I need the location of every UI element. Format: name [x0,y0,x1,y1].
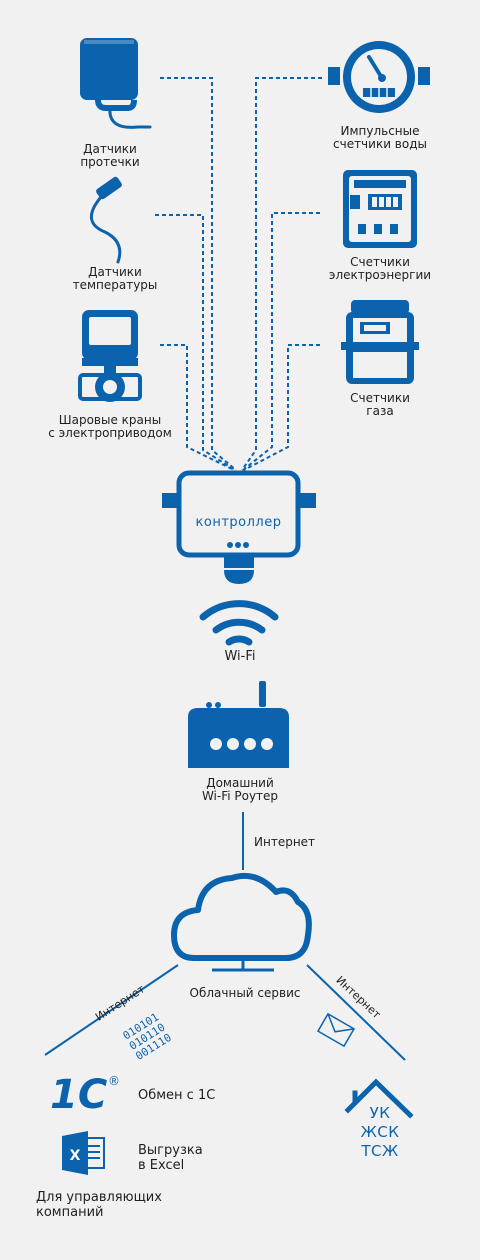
leak-sensors-label: Датчики протечки [40,143,180,169]
connector-leak [160,77,237,471]
excel-export-label: Выгрузка в Excel [138,1143,203,1173]
label-line: Шаровые краны [58,413,162,427]
excel-icon: X [62,1131,105,1175]
temperature-sensor-icon [90,176,122,264]
label-line: Домашний [206,776,274,790]
label-line: Для управляющих [36,1190,162,1205]
companies-list: УК ЖСК ТСЖ [345,1104,415,1161]
company-tszh: ТСЖ [361,1142,399,1160]
connector-valve [160,344,235,471]
ball-valves-label: Шаровые краны с электроприводом [40,414,180,440]
onec-logo-text: 1С [50,1072,107,1118]
router-icon [188,681,289,768]
label-line: электроэнергии [328,268,432,282]
dashed-connectors [155,77,322,471]
label-line: в Excel [138,1158,185,1173]
label-line: счетчики воды [333,137,427,151]
label-line: температуры [72,278,158,292]
label-line: с электроприводом [48,426,172,440]
label-line: Wi-Fi Роутер [201,789,279,803]
label-line: Импульсные [340,124,420,138]
company-uk: УК [369,1104,391,1122]
label-line: Выгрузка [138,1143,203,1158]
onec-reg-mark: ® [108,1074,120,1088]
cloud-icon [171,872,312,972]
electricity-meters-label: Счетчики электроэнергии [300,256,460,282]
management-companies-label: Для управляющих компаний [36,1190,162,1220]
label-line: Датчики [83,142,137,156]
connector-electricity [242,212,320,471]
binary-data: 010101 010110 001110 [121,1011,174,1063]
cloud-label: Облачный сервис [189,986,301,1000]
controller-icon [162,470,316,584]
company-zhsk: ЖСК [360,1123,400,1141]
connector-water [241,77,322,471]
label-line: Датчики [88,265,142,279]
onec-logo-icon: 1С ® [50,1072,120,1118]
water-meter-icon [328,41,430,113]
internet-label: Интернет [254,835,316,849]
gas-meters-label: Счетчики газа [300,392,460,418]
label-line: протечки [80,155,140,169]
gas-meter-icon [341,300,419,384]
internet-line-right [306,964,406,1061]
router-label: Домашний Wi-Fi Роутер [170,777,310,803]
connector-temp [155,214,236,471]
controller-label: контроллер [195,515,282,530]
svg-text:X: X [70,1148,81,1164]
wifi-icon [199,600,279,646]
ball-valve-icon [78,310,142,402]
house-roof-icon [344,1078,414,1119]
leak-sensor-icon [80,38,152,129]
label-line: Счетчики [350,391,410,405]
connector-gas [243,344,320,471]
internet-line-left [44,964,179,1056]
label-line: газа [366,404,394,418]
label-line: компаний [36,1205,104,1220]
temp-sensors-label: Датчики температуры [40,266,190,292]
electricity-meter-icon [343,170,417,248]
onec-exchange-label: Обмен с 1С [138,1088,216,1103]
envelope-icon [316,1012,356,1048]
water-meters-label: Импульсные счетчики воды [300,125,460,151]
internet-label-left: Интернет [93,982,147,1024]
label-line: Счетчики [350,255,410,269]
wifi-label: Wi-Fi [224,649,256,664]
